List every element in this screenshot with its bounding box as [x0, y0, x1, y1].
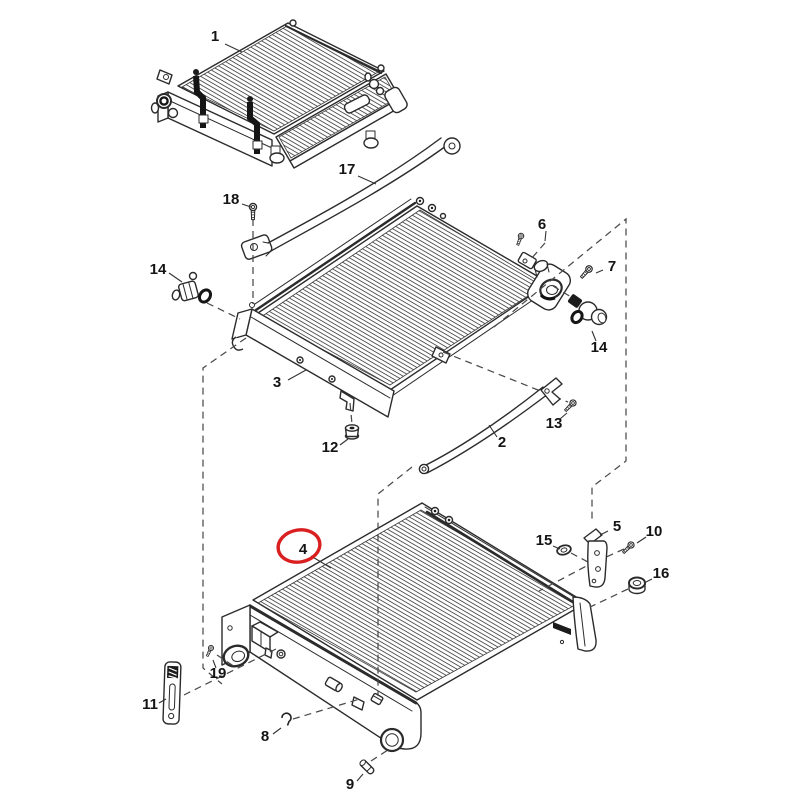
callout-14-left[interactable]: 14 [150, 261, 167, 278]
screw-6 [514, 231, 526, 247]
mounting-bar-17 [240, 137, 461, 260]
callout-4[interactable]: 4 [299, 541, 308, 558]
callout-leader [272, 727, 282, 735]
callout-leader [168, 272, 183, 283]
alignment-line-5 [538, 560, 597, 592]
clip-8 [281, 712, 292, 726]
strap [193, 69, 209, 128]
alignment-line-15 [570, 552, 589, 563]
callout-leader [552, 545, 561, 550]
callout-16[interactable]: 16 [653, 565, 670, 582]
end-post [572, 596, 597, 652]
screw-7 [578, 263, 595, 281]
callout-leader [643, 578, 653, 584]
callout-leader [591, 330, 597, 342]
fitting-14-left [171, 271, 213, 304]
strap [247, 96, 263, 154]
hose-port [222, 644, 250, 668]
callout-leader [488, 424, 498, 438]
callout-10[interactable]: 10 [646, 523, 663, 540]
bracket-5 [583, 528, 608, 588]
alignment-line-12 [349, 402, 353, 425]
callout-leader [595, 269, 604, 274]
alignment-line-6 [530, 242, 546, 260]
callout-leader [158, 698, 167, 704]
screw-10 [620, 540, 636, 556]
callout-13[interactable]: 13 [546, 415, 563, 432]
clip-nut-15 [556, 544, 572, 556]
mounting-strip-11 [162, 661, 182, 725]
callout-3[interactable]: 3 [273, 374, 281, 391]
pin-9 [359, 759, 375, 775]
alignment-line-left [202, 337, 247, 685]
callout-6[interactable]: 6 [538, 216, 546, 233]
tank-boss [324, 676, 343, 693]
callout-9[interactable]: 9 [346, 776, 354, 793]
alignment-line-16 [589, 588, 629, 608]
callout-5[interactable]: 5 [613, 518, 621, 535]
callout-leader [559, 412, 568, 420]
callout-18[interactable]: 18 [223, 191, 240, 208]
filler-neck [527, 259, 571, 311]
fitting-14-right [568, 294, 608, 326]
highlight-circle [276, 528, 322, 564]
highlighted-callout-4[interactable]: 4 [276, 527, 332, 569]
callouts: 1 17 18 6 7 14 14 3 12 2 13 15 5 10 16 1… [142, 28, 669, 793]
callout-leader [287, 369, 307, 381]
mounting-foot [363, 137, 379, 149]
side-slot [553, 622, 571, 635]
grommet-12 [344, 424, 360, 440]
callout-leader [636, 536, 647, 544]
alignment-line-9 [370, 747, 392, 762]
corner-hook [231, 336, 244, 351]
callout-7[interactable]: 7 [608, 258, 616, 275]
cooler-assembly-1 [150, 19, 408, 169]
bracket-arm-2 [418, 377, 563, 475]
callout-19[interactable]: 19 [210, 665, 227, 682]
alignment-line-19 [216, 654, 236, 668]
bracket-clamp [370, 692, 384, 706]
callout-leader [599, 530, 609, 536]
radiator-4 [221, 502, 597, 753]
mounting-foot [269, 152, 285, 164]
handle-bracket [343, 94, 371, 114]
inlet-fittings [150, 69, 179, 119]
callout-leader [224, 43, 243, 53]
alignment-line-14-right [552, 285, 577, 301]
callout-leader [356, 773, 364, 782]
alignment-line-2-bottom [377, 466, 413, 696]
callout-leader [241, 203, 252, 208]
callout-leader [357, 175, 377, 185]
callout-14-right[interactable]: 14 [591, 339, 608, 356]
alignment-line-11 [183, 648, 277, 696]
callout-8[interactable]: 8 [261, 728, 269, 745]
callout-leader [339, 438, 349, 446]
screw-13 [562, 398, 578, 414]
callout-17[interactable]: 17 [339, 161, 356, 178]
callout-leader [212, 659, 217, 669]
callout-15[interactable]: 15 [536, 532, 553, 549]
screw-18 [248, 202, 258, 221]
callout-12[interactable]: 12 [322, 439, 339, 456]
alignment-line-14-left [206, 302, 241, 320]
callout-11[interactable]: 11 [142, 696, 158, 713]
grommet-16 [628, 576, 646, 595]
callout-2[interactable]: 2 [498, 434, 506, 451]
screw-19 [204, 644, 215, 658]
alignment-line-10 [603, 548, 625, 559]
alignment-line-right [493, 217, 627, 522]
radiator-3 [231, 196, 571, 418]
callout-1[interactable]: 1 [211, 28, 219, 45]
callout-leader [544, 230, 547, 242]
